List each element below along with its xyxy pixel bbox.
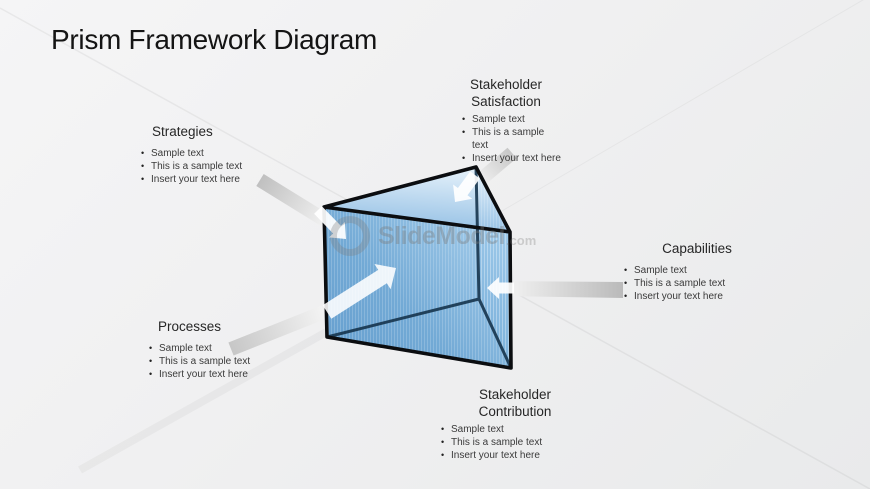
bullet-dot-icon — [462, 126, 472, 139]
callout-title-line: Stakeholder — [478, 387, 552, 402]
bullet-list: Sample text This is a sample text Insert… — [149, 342, 299, 381]
processes-arrow-icon — [322, 264, 396, 319]
bullet-dot-icon — [441, 423, 451, 436]
bullet-item: Insert your text here — [440, 449, 590, 462]
satisfaction-arrow-icon — [453, 171, 480, 202]
bullet-item: Insert your text here — [141, 173, 291, 186]
bullet-item: This is a sample text — [440, 436, 590, 449]
bullet-item: Sample text — [149, 342, 299, 355]
callout-stakeholder-satisfaction: Stakeholder Satisfaction Sample text Thi… — [450, 76, 562, 165]
bullet-item: Sample text — [450, 113, 562, 126]
bullet-item: This is a sample text — [141, 160, 291, 173]
callout-title: Capabilities — [622, 240, 772, 257]
bullet-dot-icon — [149, 342, 159, 355]
bullet-dot-icon — [141, 173, 151, 186]
strategies-arrow-beam — [256, 174, 332, 228]
callout-title-line: Contribution — [478, 404, 552, 419]
prism-outer-edges — [322, 165, 513, 370]
bullet-item: This is a sample text — [149, 355, 299, 368]
bullet-dot-icon — [624, 264, 634, 277]
callout-capabilities: Capabilities Sample text This is a sampl… — [622, 240, 772, 303]
bullet-list: Sample text This is a sample text Insert… — [440, 423, 590, 462]
bullet-item: Sample text — [622, 264, 772, 277]
callout-title-line: Satisfaction — [471, 94, 541, 109]
prism-texture — [324, 207, 511, 368]
bullet-list: Sample text This is a sample text Insert… — [141, 147, 291, 186]
bullet-item: Sample text — [440, 423, 590, 436]
bullet-dot-icon — [624, 277, 634, 290]
bullet-text: Insert your text here — [634, 291, 723, 302]
capabilities-arrow-icon — [487, 277, 514, 299]
callout-title: Stakeholder Contribution — [440, 386, 590, 420]
bullet-dot-icon — [141, 160, 151, 173]
callout-title-line: Strategies — [152, 124, 213, 139]
bullet-dot-icon — [149, 368, 159, 381]
bullet-text: Sample text — [451, 424, 504, 435]
bullet-dot-icon — [441, 436, 451, 449]
bullet-item: Insert your text here — [149, 368, 299, 381]
callout-title: Stakeholder Satisfaction — [450, 76, 562, 110]
bullet-list: Sample text This is a sample text Insert… — [622, 264, 772, 303]
callout-title-line: Stakeholder — [469, 77, 543, 92]
bullet-text: This is a sample text — [151, 161, 243, 172]
bullet-text: Sample text — [472, 114, 525, 125]
prism-inner-edges — [325, 165, 513, 370]
bullet-text: This is a sample text — [159, 356, 251, 367]
strategies-arrow-icon — [314, 206, 346, 239]
callout-title: Processes — [149, 318, 299, 335]
bullet-text: Insert your text here — [159, 369, 248, 380]
callout-strategies: Strategies Sample text This is a sample … — [141, 123, 291, 186]
bullet-text: This is a sample text — [451, 437, 543, 448]
bullet-dot-icon — [462, 113, 472, 126]
bullet-item: Insert your text here — [450, 152, 562, 165]
bullet-text: Sample text — [151, 148, 204, 159]
bullet-dot-icon — [141, 147, 151, 160]
bullet-text: Sample text — [634, 265, 687, 276]
bullet-dot-icon — [149, 355, 159, 368]
capabilities-arrow-beam — [500, 281, 623, 298]
bullet-text: This is a sample text — [472, 127, 545, 151]
bullet-text: Insert your text here — [472, 153, 561, 164]
bullet-text: Insert your text here — [151, 174, 240, 185]
satisfaction-arrow-beam — [474, 147, 517, 187]
bullet-item: This is a sample text — [622, 277, 772, 290]
callout-title-line: Capabilities — [662, 241, 732, 256]
bullet-text: Sample text — [159, 343, 212, 354]
callout-title-line: Processes — [158, 319, 222, 334]
bullet-text: This is a sample text — [634, 278, 726, 289]
bullet-item: Sample text — [141, 147, 291, 160]
callout-stakeholder-contribution: Stakeholder Contribution Sample text Thi… — [440, 386, 590, 462]
bullet-item: This is a sample text — [450, 126, 562, 152]
bullet-dot-icon — [462, 152, 472, 165]
bullet-list: Sample text This is a sample text Insert… — [450, 113, 562, 165]
callout-title: Strategies — [141, 123, 291, 140]
callout-processes: Processes Sample text This is a sample t… — [149, 318, 299, 381]
processes-arrow-beam — [228, 305, 327, 356]
bullet-item: Insert your text here — [622, 290, 772, 303]
bullet-dot-icon — [624, 290, 634, 303]
bullet-text: Insert your text here — [451, 450, 540, 461]
page-title: Prism Framework Diagram — [51, 24, 378, 55]
bullet-dot-icon — [441, 449, 451, 462]
